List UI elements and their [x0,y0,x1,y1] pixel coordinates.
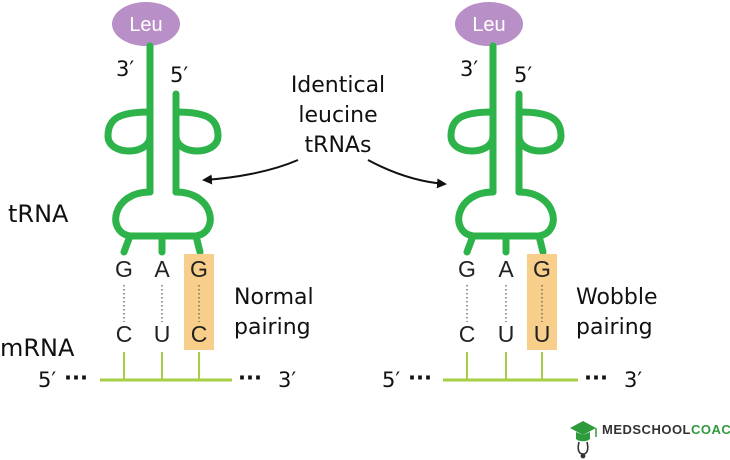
left-note-line-2: pairing [234,315,311,340]
right-mrna-strand [443,352,578,382]
stethoscope-icon [577,441,589,459]
logo-wordmark-part2: COACH [691,422,730,437]
right-codon-3: U [534,321,551,347]
right-codon-2: U [498,321,515,347]
right-mrna-5prime-ellipsis: ··· [408,366,432,390]
logo-wordmark-part1: MEDSCHOOL [602,422,691,437]
left-anticodon-1: G [115,256,133,282]
left-mrna-5prime-label: 5′ [38,368,56,392]
left-leu-label: Leu [129,14,162,36]
graduation-cap-icon [570,421,597,442]
center-caption-line-3: tRNAs [305,133,372,158]
right-leu-label: Leu [472,14,505,36]
left-anticodon-2: A [154,256,170,282]
right-note-line-1: Wobble [576,285,658,310]
trna-label: tRNA [8,200,69,228]
right-mrna-3prime-label: 3′ [624,368,642,392]
arrow-to-right-trna [367,159,447,189]
center-caption-line-2: leucine [298,103,377,128]
logo-wordmark: MEDSCHOOLCOACH [602,422,730,437]
left-trna-body [104,42,222,256]
mrna-label: mRNA [0,334,75,362]
right-trna: Leu 3′ 5′ G A G C U U [382,2,658,392]
right-5prime-label: 5′ [514,63,532,87]
right-note-line-2: pairing [576,315,653,340]
medschoolcoach-logo: MEDSCHOOLCOACH [570,421,730,459]
left-trna: Leu 3′ 5′ G A G C U C [38,2,314,392]
right-mrna-5prime-label: 5′ [382,368,400,392]
left-3prime-label: 3′ [116,57,134,81]
left-5prime-label: 5′ [170,63,188,87]
left-codon-2: U [154,321,171,347]
right-anticodon-1: G [458,256,476,282]
right-mrna-3prime-ellipsis: ··· [584,366,608,390]
right-3prime-label: 3′ [460,57,478,81]
left-leu-bead [112,2,180,46]
left-codon-3: C [191,321,208,347]
left-note-line-1: Normal [234,285,314,310]
right-anticodon-3: G [533,256,551,282]
right-anticodon-2: A [498,256,514,282]
left-anticodon-3: G [190,256,208,282]
left-codon-1: C [116,321,133,347]
left-mrna-3prime-label: 3′ [278,368,296,392]
right-codon-1: C [459,321,476,347]
center-caption-line-1: Identical [291,73,385,98]
left-mrna-strand [100,352,232,382]
right-leu-bead [455,2,523,46]
right-trna-body [447,42,565,256]
left-mrna-3prime-ellipsis: ··· [238,366,262,390]
arrow-to-left-trna [202,159,299,185]
left-mrna-5prime-ellipsis: ··· [64,366,88,390]
